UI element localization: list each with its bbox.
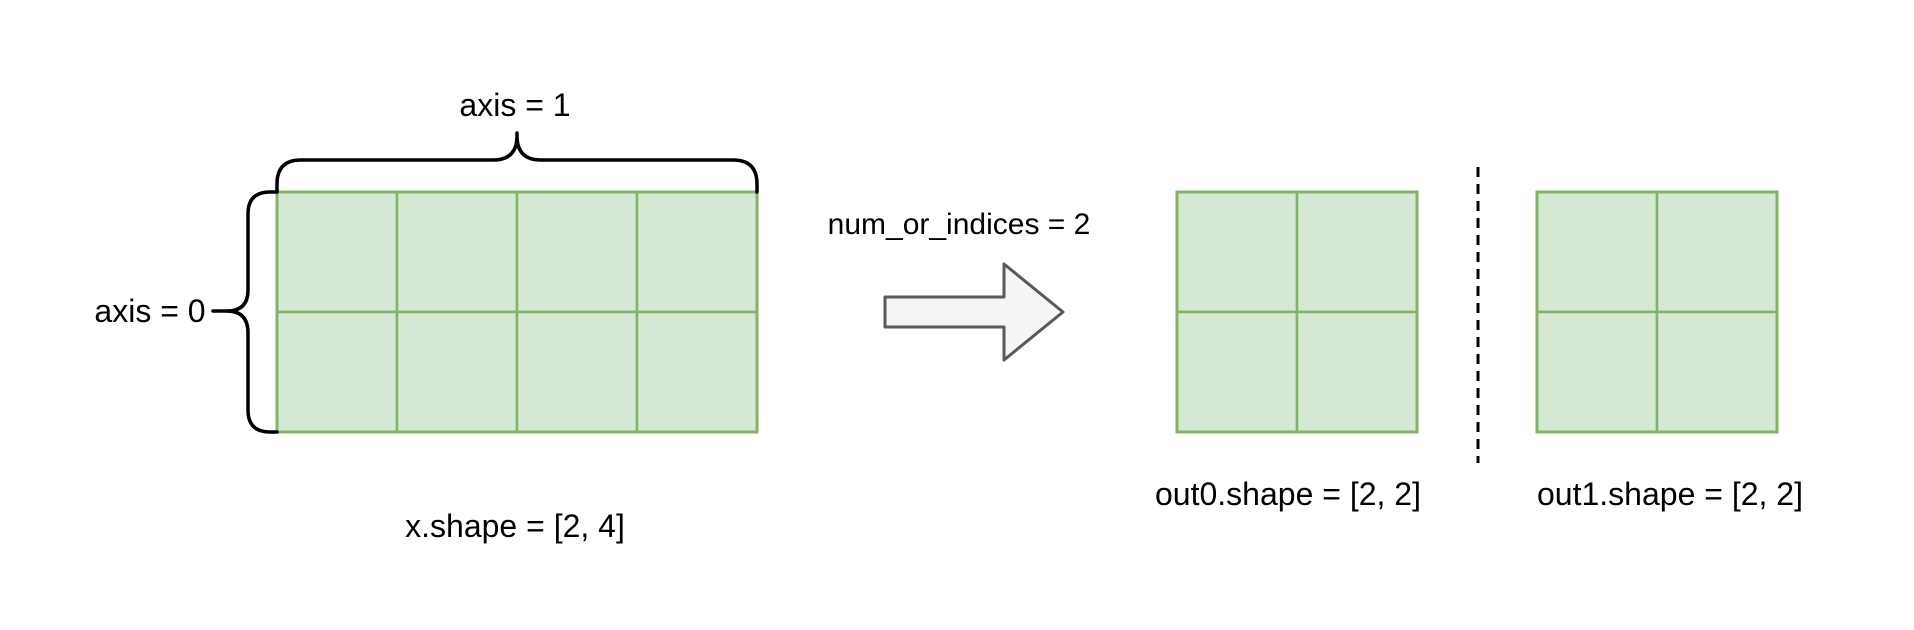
axis-1-label: axis = 1 [459,87,570,123]
grid-cell [1655,310,1779,434]
grid-border [275,190,759,434]
grid-cell [1535,310,1659,434]
grid-cell [1295,190,1419,314]
grid-cell [1655,190,1779,314]
axis-0-label: axis = 0 [94,293,205,329]
input-tensor-grid [275,190,759,434]
out1-tensor-grid [1535,190,1779,434]
grid-cell [395,190,519,314]
grid-border [1175,190,1419,434]
grid-cell [275,190,399,314]
grid-cell [1535,190,1659,314]
grid-cell [635,190,759,314]
grid-cell [1295,310,1419,434]
grid-cell [635,310,759,434]
axis-0-brace [225,190,279,434]
num-or-indices-label: num_or_indices = 2 [828,208,1091,241]
grid-cell [515,190,639,314]
input-shape-label: x.shape = [2, 4] [405,508,625,544]
axis-1-brace [275,131,759,194]
out1-shape-label: out1.shape = [2, 2] [1537,476,1803,512]
grid-cell [395,310,519,434]
arrow-right-icon [883,262,1065,362]
grid-border [1535,190,1779,434]
out0-shape-label: out0.shape = [2, 2] [1155,476,1421,512]
grid-cell [1175,310,1299,434]
grid-cell [1175,190,1299,314]
out0-tensor-grid [1175,190,1419,434]
grid-cell [515,310,639,434]
grid-cell [275,310,399,434]
